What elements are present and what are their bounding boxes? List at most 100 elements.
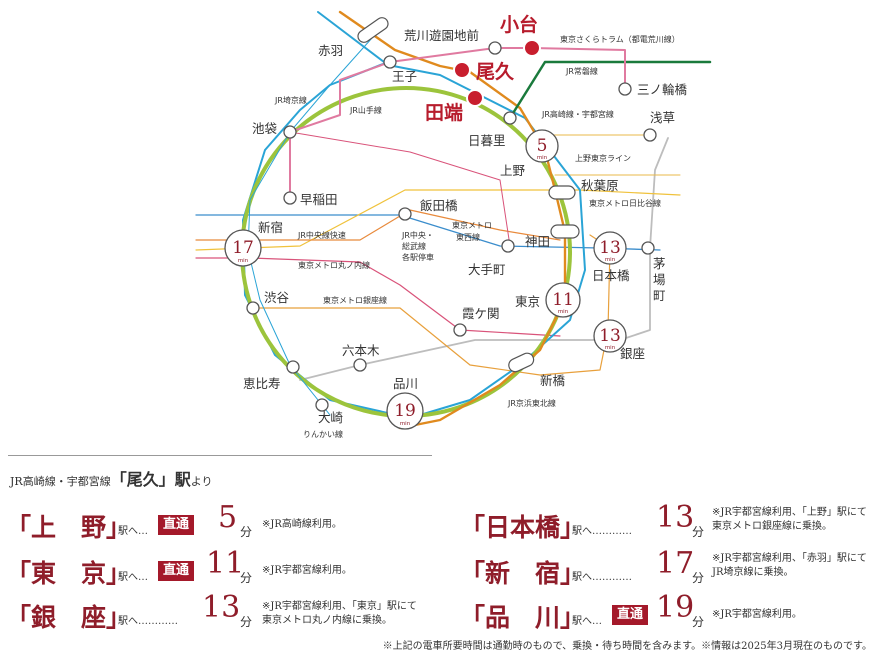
row-station: 「東 京」 <box>6 559 132 588</box>
row-note: ※JR宇都宮線利用、「上野」駅にて 東京メトロ銀座線に乗換。 <box>712 507 867 532</box>
row-station: 「上 野」 <box>6 513 132 542</box>
badge-nihonbashi: 13 min <box>593 231 627 265</box>
row-he: 駅へ………… <box>572 572 632 583</box>
legend-intro: JR高崎線・宇都宮線「尾久」駅より <box>10 466 213 490</box>
label-jr-joban: JR常磐線 <box>565 66 598 76</box>
dot-roppongi <box>353 358 367 372</box>
row-fun: 分 <box>692 525 705 539</box>
badge-tokyo-value: 11 <box>552 290 574 310</box>
dot-nippori <box>503 111 517 125</box>
capsule-akabane <box>357 17 389 43</box>
direct-badge: 直通 <box>612 605 649 625</box>
label-metro-ginza: 東京メトロ銀座線 <box>323 295 387 305</box>
badge-shinjuku-unit: min <box>238 258 249 264</box>
dot-arakawa-yuenchimae <box>488 41 502 55</box>
row-fun: 分 <box>240 571 253 585</box>
badge-ueno-value: 5 <box>537 136 548 156</box>
time-badges: 5 min 13 min 17 min 11 min 13 min 19 min <box>224 129 627 430</box>
station-dots <box>246 41 657 412</box>
label-akihabara: 秋葉原 <box>581 178 619 193</box>
label-jr-chuo-rapid: JR中央線快速 <box>297 230 346 240</box>
label-otemachi: 大手町 <box>468 262 506 277</box>
dot-oku <box>453 61 471 79</box>
label-odai: 小台 <box>500 13 538 36</box>
row-fun: 分 <box>240 615 253 629</box>
label-jr-chuo-sobu-3: 各駅停車 <box>402 252 434 262</box>
label-ikebukuro: 池袋 <box>252 121 278 136</box>
label-osaki: 大崎 <box>318 410 344 425</box>
direct-badge: 直通 <box>158 561 195 581</box>
badge-shinjuku-value: 17 <box>232 238 254 258</box>
dot-minowabashi <box>618 82 632 96</box>
label-oji: 王子 <box>392 69 417 84</box>
dot-otemachi <box>501 239 515 253</box>
row-he: 駅へ… <box>572 616 602 627</box>
label-tokyo-sakura-tram: 東京さくらトラム（都電荒川線） <box>560 34 680 44</box>
label-kayabacho-3: 町 <box>653 288 666 303</box>
row-fun: 分 <box>240 525 253 539</box>
legend-row-tokyo: 「東 京」 駅へ… 直通 11 分 ※JR宇都宮線利用。 <box>6 546 436 588</box>
legend-row-shinagawa: 「品 川」 駅へ… 直通 19 分 ※JR宇都宮線利用。 <box>460 590 878 632</box>
row-note: ※JR宇都宮線利用。 <box>262 565 352 576</box>
label-jr-chuo-sobu-2: 総武線 <box>402 241 426 251</box>
badge-ginza: 13 min <box>593 319 627 353</box>
badge-shinagawa: 19 min <box>386 392 424 430</box>
row-fun: 分 <box>692 571 705 585</box>
label-iidabashi: 飯田橋 <box>420 198 458 213</box>
badge-shinjuku: 17 min <box>224 229 262 267</box>
badge-ueno-unit: min <box>537 155 548 161</box>
capsule-shinbashi <box>508 352 535 373</box>
label-roppongi: 六本木 <box>342 343 380 358</box>
badge-ginza-unit: min <box>605 345 616 351</box>
row-station: 「銀 座」 <box>6 603 132 632</box>
label-metro-tozai-1: 東京メトロ <box>452 220 492 230</box>
dot-asakusa <box>643 128 657 142</box>
capsule-akihabara <box>548 185 576 200</box>
label-metro-tozai-2: 東西線 <box>456 232 480 242</box>
label-kayabacho-1: 茅 <box>653 256 666 271</box>
row-fun: 分 <box>692 615 705 629</box>
badge-tokyo: 11 min <box>545 282 581 318</box>
label-oku: 尾久 <box>476 60 515 83</box>
badge-ginza-value: 13 <box>599 326 621 346</box>
intro-prefix: JR高崎線・宇都宮線 <box>10 475 111 488</box>
line-jr-joban <box>508 60 712 120</box>
row-he: 駅へ… <box>118 572 148 583</box>
label-waseda: 早稲田 <box>300 192 338 207</box>
dot-shibuya <box>246 301 260 315</box>
label-shibuya: 渋谷 <box>264 290 290 305</box>
label-metro-marunouchi: 東京メトロ丸ノ内線 <box>298 260 370 270</box>
label-kasumigaseki: 霞ケ関 <box>462 306 500 321</box>
legend-row-nihonbashi: 「日本橋」 駅へ………… 13 分 ※JR宇都宮線利用、「上野」駅にて 東京メト… <box>460 500 878 542</box>
row-note: ※JR高崎線利用。 <box>262 519 342 530</box>
label-arakawa-yuenchimae: 荒川遊園地前 <box>404 28 479 43</box>
label-asakusa: 浅草 <box>650 110 675 125</box>
direct-badge: 直通 <box>158 515 195 535</box>
dot-osaki <box>315 398 329 412</box>
legend-row-ginza: 「銀 座」 駅へ………… 13 分 ※JR宇都宮線利用、「東京」駅にて 東京メト… <box>6 590 436 632</box>
row-station: 「品 川」 <box>460 603 586 632</box>
line-labels: 東京さくらトラム（都電荒川線） JR常磐線 JR埼京線 JR山手線 JR高崎線・… <box>274 34 680 439</box>
line-chuo-sobu <box>195 189 681 251</box>
row-minutes: 11 <box>206 546 245 581</box>
dot-oji <box>383 55 397 69</box>
capsule-kanda <box>550 224 580 239</box>
dot-kasumigaseki <box>453 323 467 337</box>
dot-ikebukuro <box>283 125 297 139</box>
row-minutes: 17 <box>656 546 695 581</box>
line-marunouchi-north <box>289 131 511 247</box>
label-jr-chuo-sobu-1: JR中央・ <box>401 230 434 240</box>
row-station: 「新 宿」 <box>460 559 586 588</box>
badge-tokyo-unit: min <box>558 309 569 315</box>
badge-nihonbashi-unit: min <box>605 257 616 263</box>
label-ginza: 銀座 <box>620 346 645 361</box>
label-tokyo: 東京 <box>515 294 540 309</box>
label-nippori: 日暮里 <box>468 133 506 148</box>
dot-iidabashi <box>398 207 412 221</box>
row-minutes: 5 <box>218 500 238 535</box>
label-jr-saikyo: JR埼京線 <box>274 95 307 105</box>
label-ueno-tokyo-line: 上野東京ライン <box>575 153 631 163</box>
row-note: ※JR宇都宮線利用、「赤羽」駅にて JR埼京線に乗換。 <box>712 553 867 578</box>
label-nihonbashi: 日本橋 <box>592 268 630 283</box>
label-jr-yamanote: JR山手線 <box>349 105 382 115</box>
